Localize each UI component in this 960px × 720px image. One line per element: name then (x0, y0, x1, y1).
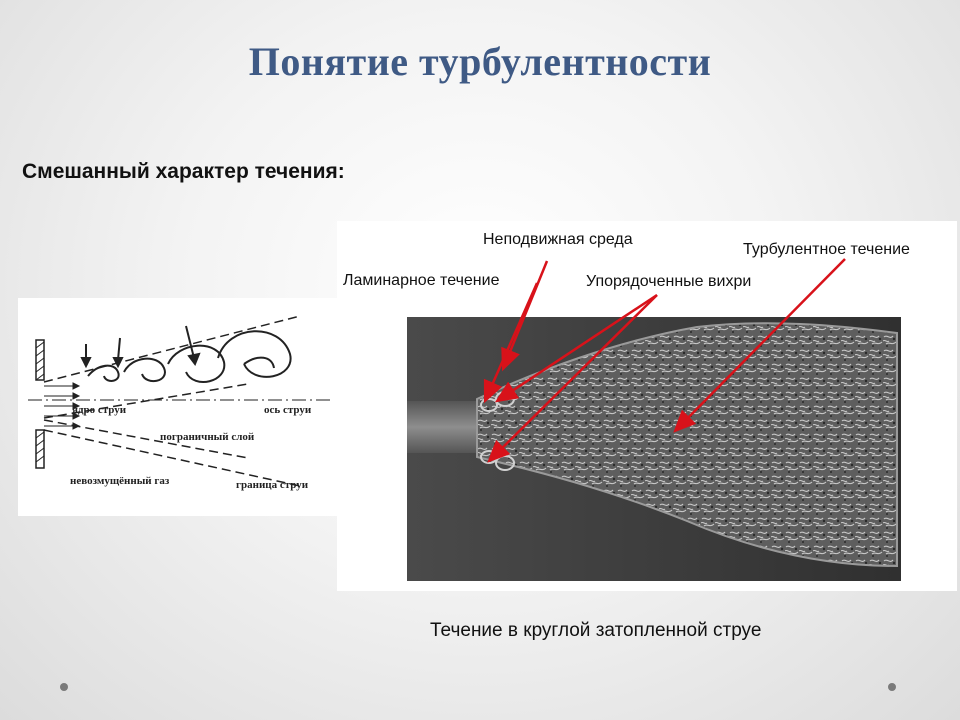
core-label: ядро струи (72, 404, 127, 416)
jet-photo-drawing (407, 258, 901, 581)
jet-schematic-drawing (28, 315, 334, 487)
nav-dot-icon (888, 683, 896, 691)
vortex-curls (87, 330, 292, 383)
core-upper-line (43, 383, 249, 419)
jet-schematic-diagram: ядро струи ось струи пограничный слой не… (18, 298, 338, 516)
nozzle-wall-top (35, 339, 45, 381)
laminar-core-region (407, 401, 487, 453)
nozzle-wall-bottom (35, 429, 45, 469)
ordered-vortices-label: Упорядоченные вихри (586, 273, 752, 290)
jet-lower-boundary-line (43, 429, 301, 487)
slide-subtitle: Смешанный характер течения: (22, 160, 345, 183)
turbulent-plume-region (476, 322, 898, 568)
entrainment-arrows (80, 325, 201, 369)
jet-upper-boundary-line (43, 315, 301, 383)
jet-boundary-label: граница струи (236, 479, 309, 491)
boundary-layer-label: пограничный слой (160, 431, 255, 443)
slide-title: Понятие турбулентности (248, 39, 712, 84)
stationary-medium-label: Неподвижная среда (483, 231, 633, 248)
laminar-flow-label: Ламинарное течение (343, 272, 500, 289)
label-pointer-arrows (483, 258, 846, 463)
axis-label: ось струи (264, 404, 312, 416)
undisturbed-gas-label: невозмущённый газ (70, 475, 170, 487)
nav-dot-icon (60, 683, 68, 691)
turbulent-flow-label: Турбулентное течение (743, 241, 910, 258)
photo-caption: Течение в круглой затопленной струе (430, 620, 762, 641)
jet-photo-panel: Неподвижная среда Ламинарное течение Упо… (337, 221, 957, 591)
core-lower-line (43, 419, 249, 459)
inflow-arrows (44, 382, 81, 430)
